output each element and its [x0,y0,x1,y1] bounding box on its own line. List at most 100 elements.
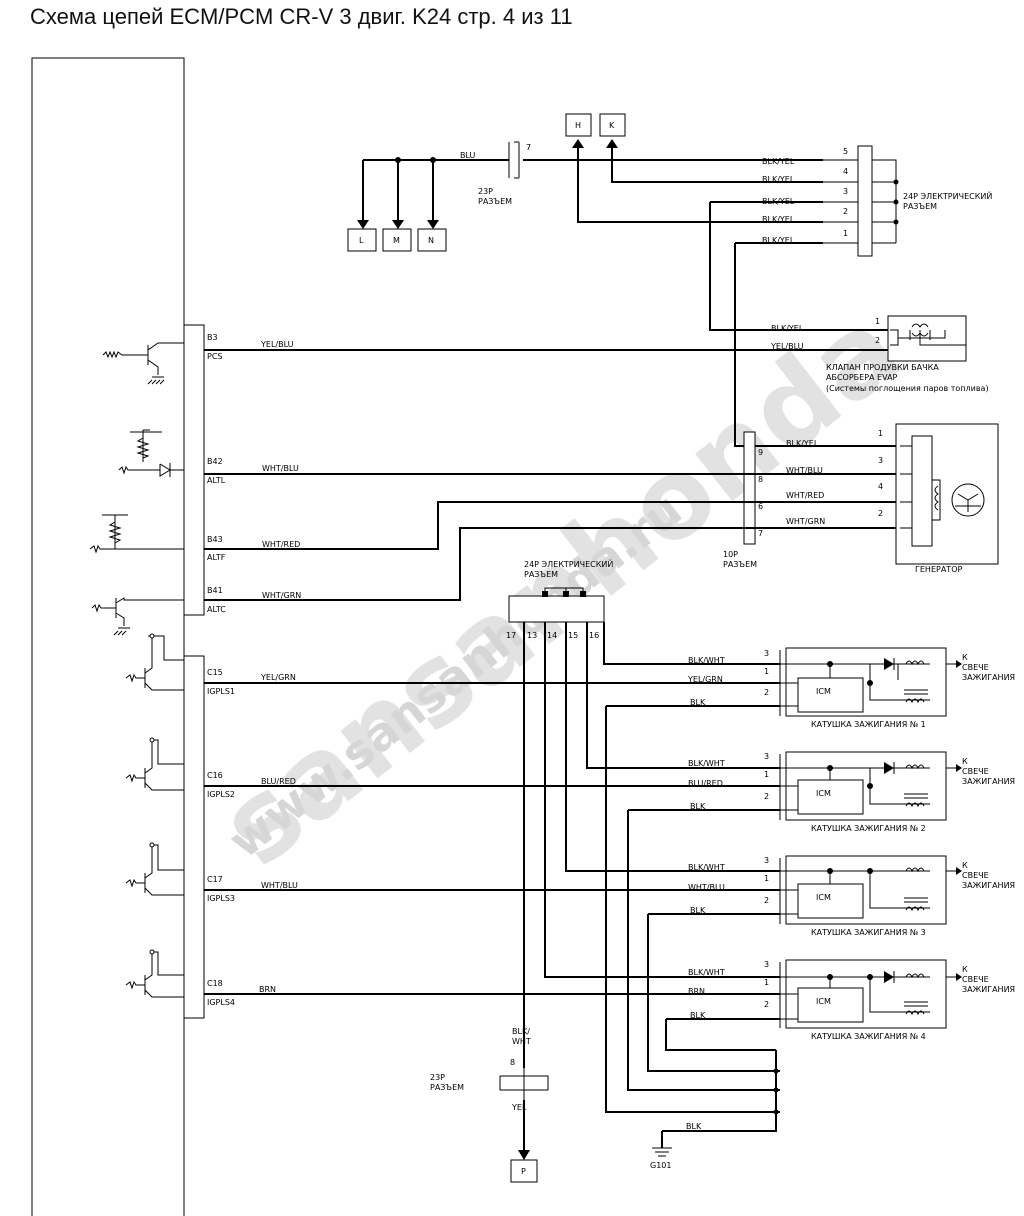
svg-text:BLK/YEL: BLK/YEL [762,215,795,224]
c23p-top-label2: РАЗЪЕМ [478,197,512,206]
svg-text:РАЗЪЕМ: РАЗЪЕМ [723,560,757,569]
pin-igpls3: IGPLS3 [207,894,235,903]
svg-text:3: 3 [764,752,769,761]
svg-text:BLK/WHT: BLK/WHT [688,759,725,768]
pin-altl: ALTL [207,476,226,485]
svg-text:15: 15 [568,631,578,640]
svg-text:ЗАЖИГАНИЯ: ЗАЖИГАНИЯ [962,777,1015,786]
svg-text:ICM: ICM [816,789,831,798]
svg-text:1: 1 [764,874,769,883]
svg-text:К: К [962,965,968,974]
evap-purge-valve: BLK/YEL YEL/BLU 1 2 КЛАПАН ПРОДУВКИ БАЧК… [770,315,989,393]
svg-text:17: 17 [506,631,516,640]
svg-text:2: 2 [764,1000,769,1009]
svg-text:BLU/RED: BLU/RED [688,779,723,788]
svg-text:3: 3 [764,960,769,969]
svg-text:BLK: BLK [690,906,706,915]
svg-text:1: 1 [843,229,848,238]
svg-text:BLK: BLK [690,698,706,707]
svg-text:BLK/YEL: BLK/YEL [762,157,795,166]
page-title: Схема цепей ECM/PCM CR-V 3 двиг. K24 стр… [30,4,573,29]
svg-text:16: 16 [589,631,599,640]
svg-text:1: 1 [764,978,769,987]
pin-altf: ALTF [207,553,226,562]
ref-k [599,113,626,137]
svg-text:4: 4 [878,482,883,491]
svg-text:КЛАПАН ПРОДУВКИ БАЧКА: КЛАПАН ПРОДУВКИ БАЧКА [826,363,939,372]
wire-wht-red: WHT/RED [262,540,300,549]
svg-text:BLK/YEL: BLK/YEL [771,324,804,333]
top-section: BLU 7 23P РАЗЪЕМ L M N H K BLK/YEL BLK/Y… [347,113,992,447]
svg-text:4: 4 [843,167,848,176]
svg-text:1: 1 [764,770,769,779]
svg-text:YEL: YEL [511,1103,527,1112]
svg-text:BLK: BLK [686,1122,702,1131]
svg-text:24P ЭЛЕКТРИЧЕСКИЙ: 24P ЭЛЕКТРИЧЕСКИЙ [524,558,613,569]
svg-text:2: 2 [764,688,769,697]
svg-text:9: 9 [758,448,763,457]
ecm-internal-circuits [89,342,184,998]
wire-brn: BRN [259,985,276,994]
pin-b3: B3 [207,333,218,342]
ecm-output-wires: YEL/BLU WHT/BLU WHT/RED WHT/GRN YEL/GRN … [204,340,823,995]
svg-text:РАЗЪЕМ: РАЗЪЕМ [903,202,937,211]
igpls-drivers [125,633,184,998]
svg-text:АБСОРБЕРА EVAP: АБСОРБЕРА EVAP [826,373,898,382]
pin-b43: B43 [207,535,223,544]
pin-igpls1: IGPLS1 [207,687,235,696]
wire-wht-blu: WHT/BLU [262,464,299,473]
c23p-top-label1: 23P [478,187,493,196]
ecm-connector-brackets [184,324,205,1019]
ecm-pin-labels: B3 PCS B42 ALTL B43 ALTF B41 ALTC C15 IG… [207,333,235,1007]
svg-text:К: К [962,653,968,662]
svg-text:ICM: ICM [816,687,831,696]
c10p-connector [743,431,756,545]
svg-text:2: 2 [843,207,848,216]
generator-label: ГЕНЕРАТОР [915,565,962,574]
svg-text:КАТУШКА ЗАЖИГАНИЯ № 3: КАТУШКА ЗАЖИГАНИЯ № 3 [811,928,926,937]
svg-text:N: N [428,236,434,245]
bottom-section: 8 23P РАЗЪЕМ YEL P BLK G101 [430,1025,702,1183]
ref-m [382,228,412,252]
svg-text:BLK/WHT: BLK/WHT [688,863,725,872]
svg-text:2: 2 [764,792,769,801]
wire-yel-blu: YEL/BLU [260,340,294,349]
svg-text:1: 1 [764,667,769,676]
svg-text:13: 13 [527,631,537,640]
wire-wht-blu-2: WHT/BLU [261,881,298,890]
pin-c17: C17 [207,875,223,884]
svg-text:L: L [359,236,364,245]
svg-text:BLK/WHT: BLK/WHT [688,656,725,665]
c24p-right-connector [857,145,873,257]
svg-text:СВЕЧЕ: СВЕЧЕ [962,871,989,880]
svg-text:M: M [393,236,400,245]
svg-text:BLK/YEL: BLK/YEL [762,197,795,206]
pin-b42: B42 [207,457,223,466]
svg-text:СВЕЧЕ: СВЕЧЕ [962,975,989,984]
ref-n [417,228,447,252]
svg-text:7: 7 [758,529,763,538]
svg-text:6: 6 [758,502,763,511]
svg-text:BLK/WHT: BLK/WHT [688,968,725,977]
svg-text:ЗАЖИГАНИЯ: ЗАЖИГАНИЯ [962,985,1015,994]
ignition-coils: BLK/WHT YEL/GRN BLK 3 1 2 ICM КАТУШКА ЗА… [687,647,1015,1041]
svg-text:14: 14 [547,631,557,640]
svg-text:23P: 23P [430,1073,445,1082]
ignition-coil-3: BLK/WHT WHT/BLU BLK 3 1 2 ICM КАТУШКА ЗА… [688,855,1015,937]
ref-l [347,228,377,252]
svg-text:КАТУШКА ЗАЖИГАНИЯ № 4: КАТУШКА ЗАЖИГАНИЯ № 4 [811,1032,926,1041]
pin-pcs: PCS [207,352,223,361]
c24p-mid-section: 24P ЭЛЕКТРИЧЕСКИЙ РАЗЪЕМ 17 13 14 15 16 … [506,558,780,1132]
svg-text:G101: G101 [650,1161,671,1170]
pin-altc: ALTC [207,605,226,614]
svg-text:3: 3 [843,187,848,196]
svg-text:WHT/BLU: WHT/BLU [688,883,725,892]
svg-text:BLK: BLK [690,1011,706,1020]
svg-text:РАЗЪЕМ: РАЗЪЕМ [524,570,558,579]
svg-text:BLK/YEL: BLK/YEL [762,236,795,245]
svg-text:К: К [962,861,968,870]
pin-igpls4: IGPLS4 [207,998,235,1007]
svg-text:BRN: BRN [688,987,705,996]
ignition-coil-2: BLK/WHT BLU/RED BLK 3 1 2 ICM КАТУШКА ЗА… [688,751,1015,833]
c23p-top-pin: 7 [526,143,531,152]
